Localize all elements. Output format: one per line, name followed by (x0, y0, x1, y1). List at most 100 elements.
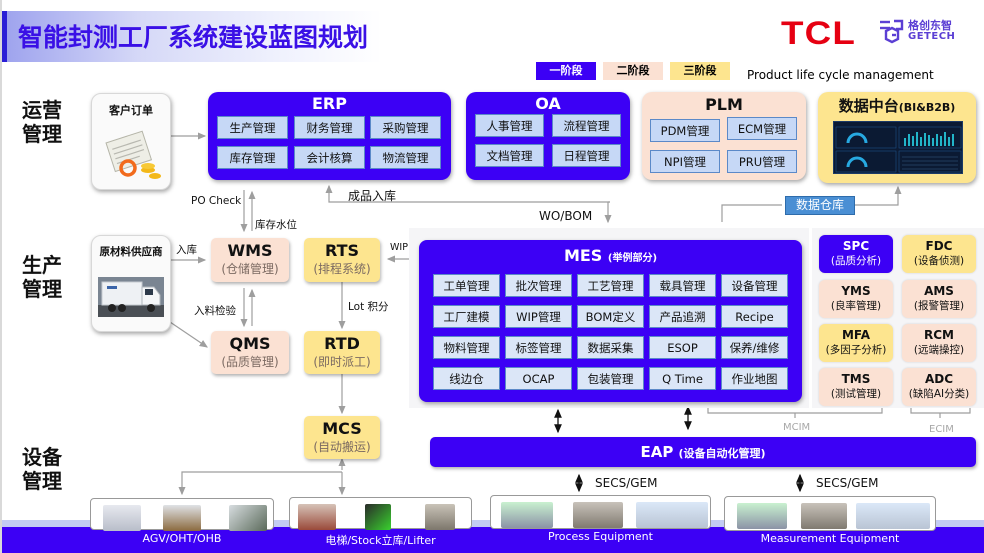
oa-module[interactable]: 文档管理 (475, 144, 544, 167)
mes-module[interactable]: 工单管理 (433, 274, 500, 297)
side-system-name: RCM (924, 328, 954, 342)
getech-logo: 格创东智 GETECH (878, 17, 968, 47)
qms-box[interactable]: QMS (品质管理) (211, 331, 289, 374)
mes-module[interactable]: WIP管理 (505, 305, 572, 328)
tcl-logo: TCL (781, 15, 856, 51)
flow-label-lot-points: Lot 积分 (348, 301, 389, 313)
mes-module[interactable]: Q Time (649, 367, 716, 390)
mes-module[interactable]: 物料管理 (433, 336, 500, 359)
truck-image (98, 277, 164, 317)
side-system-name: SPC (842, 239, 870, 253)
oa-module[interactable]: 流程管理 (552, 114, 621, 137)
mes-module[interactable]: OCAP (505, 367, 572, 390)
data-platform-title-text: 数据中台 (838, 97, 899, 115)
mes-module[interactable]: 工艺管理 (577, 274, 644, 297)
plm-module[interactable]: PRU管理 (727, 150, 797, 173)
plm-title: PLM (705, 95, 743, 114)
rts-name: RTS (324, 241, 360, 260)
mcs-name: MCS (322, 419, 362, 438)
plm-module[interactable]: NPI管理 (650, 150, 720, 173)
mes-module[interactable]: 包装管理 (577, 367, 644, 390)
erp-module[interactable]: 库存管理 (217, 146, 288, 169)
side-system-name: AMS (924, 284, 954, 298)
supplier-card[interactable]: 原材料供应商 (91, 235, 171, 332)
process-tool-image-1 (501, 502, 553, 528)
mes-module[interactable]: 保养/维修 (721, 336, 788, 359)
oa-card[interactable]: OA 人事管理 流程管理 文档管理 日程管理 (466, 92, 630, 180)
equipment-group-stocker[interactable] (289, 497, 472, 530)
side-system-adc[interactable]: ADC(缺陷AI分类) (902, 368, 976, 406)
erp-module[interactable]: 生产管理 (217, 116, 288, 139)
ohb-image (229, 505, 267, 531)
data-platform-card[interactable]: 数据中台(BI&B2B) (818, 92, 976, 183)
section-equipment: 设备管理 (22, 445, 62, 493)
section-production: 生产管理 (22, 253, 62, 301)
side-system-sub: (测试管理) (830, 388, 882, 400)
flow-label-secs-gem-2: SECS/GEM (816, 476, 879, 490)
rtd-name: RTD (324, 334, 360, 353)
rtd-box[interactable]: RTD (即时派工) (304, 331, 380, 374)
side-system-sub: (品质分析) (830, 255, 882, 267)
ecim-label: ECIM (929, 424, 954, 435)
page-title: 智能封测工厂系统建设蓝图规划 (18, 23, 369, 52)
plm-card[interactable]: PLM PDM管理 ECM管理 NPI管理 PRU管理 (642, 92, 806, 180)
oa-module[interactable]: 日程管理 (552, 144, 621, 167)
erp-module[interactable]: 财务管理 (294, 116, 365, 139)
mes-subtitle: (举例部分) (607, 253, 658, 264)
side-system-sub: (多因子分析) (825, 344, 887, 356)
oa-module[interactable]: 人事管理 (475, 114, 544, 137)
mes-module[interactable]: 批次管理 (505, 274, 572, 297)
side-system-rcm[interactable]: RCM(远端操控) (902, 324, 976, 362)
flow-label-po-check: PO Check (191, 195, 242, 207)
mcs-box[interactable]: MCS (自动搬运) (304, 416, 380, 459)
mes-module[interactable]: 设备管理 (721, 274, 788, 297)
mes-module[interactable]: 产品追溯 (649, 305, 716, 328)
side-system-mfa[interactable]: MFA(多因子分析) (819, 324, 893, 362)
plm-module[interactable]: PDM管理 (650, 119, 720, 142)
mes-module[interactable]: 作业地图 (721, 367, 788, 390)
data-warehouse-label: 数据仓库 (785, 196, 855, 215)
mes-module[interactable]: 工厂建模 (433, 305, 500, 328)
equipment-group-measurement[interactable] (724, 496, 936, 531)
erp-card[interactable]: ERP 生产管理 财务管理 采购管理 库存管理 会计核算 物流管理 (208, 92, 451, 180)
mes-module[interactable]: 线边仓 (433, 367, 500, 390)
mes-module[interactable]: 数据采集 (577, 336, 644, 359)
mes-module[interactable]: 载具管理 (649, 274, 716, 297)
flow-label-wip: WIP (390, 242, 408, 253)
flow-label-wo-bom: WO/BOM (539, 209, 593, 223)
flow-label-secs-gem-1: SECS/GEM (595, 476, 658, 490)
side-system-spc[interactable]: SPC (品质分析) (819, 235, 893, 273)
customer-order-card[interactable]: 客户订单 (91, 93, 171, 190)
side-system-name: TMS (841, 372, 871, 386)
side-system-name: FDC (925, 239, 953, 253)
side-system-fdc[interactable]: FDC(设备侦测) (902, 235, 976, 273)
mes-module[interactable]: 标签管理 (505, 336, 572, 359)
mcim-label: MCIM (783, 422, 811, 433)
erp-module[interactable]: 物流管理 (370, 146, 441, 169)
getech-icon (878, 17, 906, 45)
side-system-sub: (报警管理) (913, 300, 965, 312)
bottom-band (2, 527, 984, 553)
erp-module[interactable]: 会计核算 (294, 146, 365, 169)
equipment-group-process[interactable] (490, 495, 711, 529)
side-system-ams[interactable]: AMS (报警管理) (902, 280, 976, 318)
supplier-label: 原材料供应商 (99, 246, 163, 258)
mes-module[interactable]: BOM定义 (577, 305, 644, 328)
side-system-tms[interactable]: TMS (测试管理) (819, 368, 893, 406)
eap-bar[interactable]: EAP (设备自动化管理) (430, 437, 976, 467)
mes-module[interactable]: Recipe (721, 305, 788, 328)
side-system-yms[interactable]: YMS(良率管理) (819, 280, 893, 318)
side-system-name: YMS (841, 284, 871, 298)
wms-name: WMS (227, 241, 273, 260)
mes-module[interactable]: ESOP (649, 336, 716, 359)
equipment-group-agv[interactable] (90, 498, 274, 531)
erp-module[interactable]: 采购管理 (370, 116, 441, 139)
qms-name: QMS (229, 334, 271, 353)
getech-en-text: GETECH (908, 31, 956, 42)
measurement-tool-image-1 (737, 503, 787, 529)
legend-stage-1: 一阶段 (536, 62, 596, 80)
rts-box[interactable]: RTS (排程系统) (304, 238, 380, 282)
wms-box[interactable]: WMS (仓储管理) (211, 238, 289, 282)
plm-module[interactable]: ECM管理 (727, 117, 797, 140)
